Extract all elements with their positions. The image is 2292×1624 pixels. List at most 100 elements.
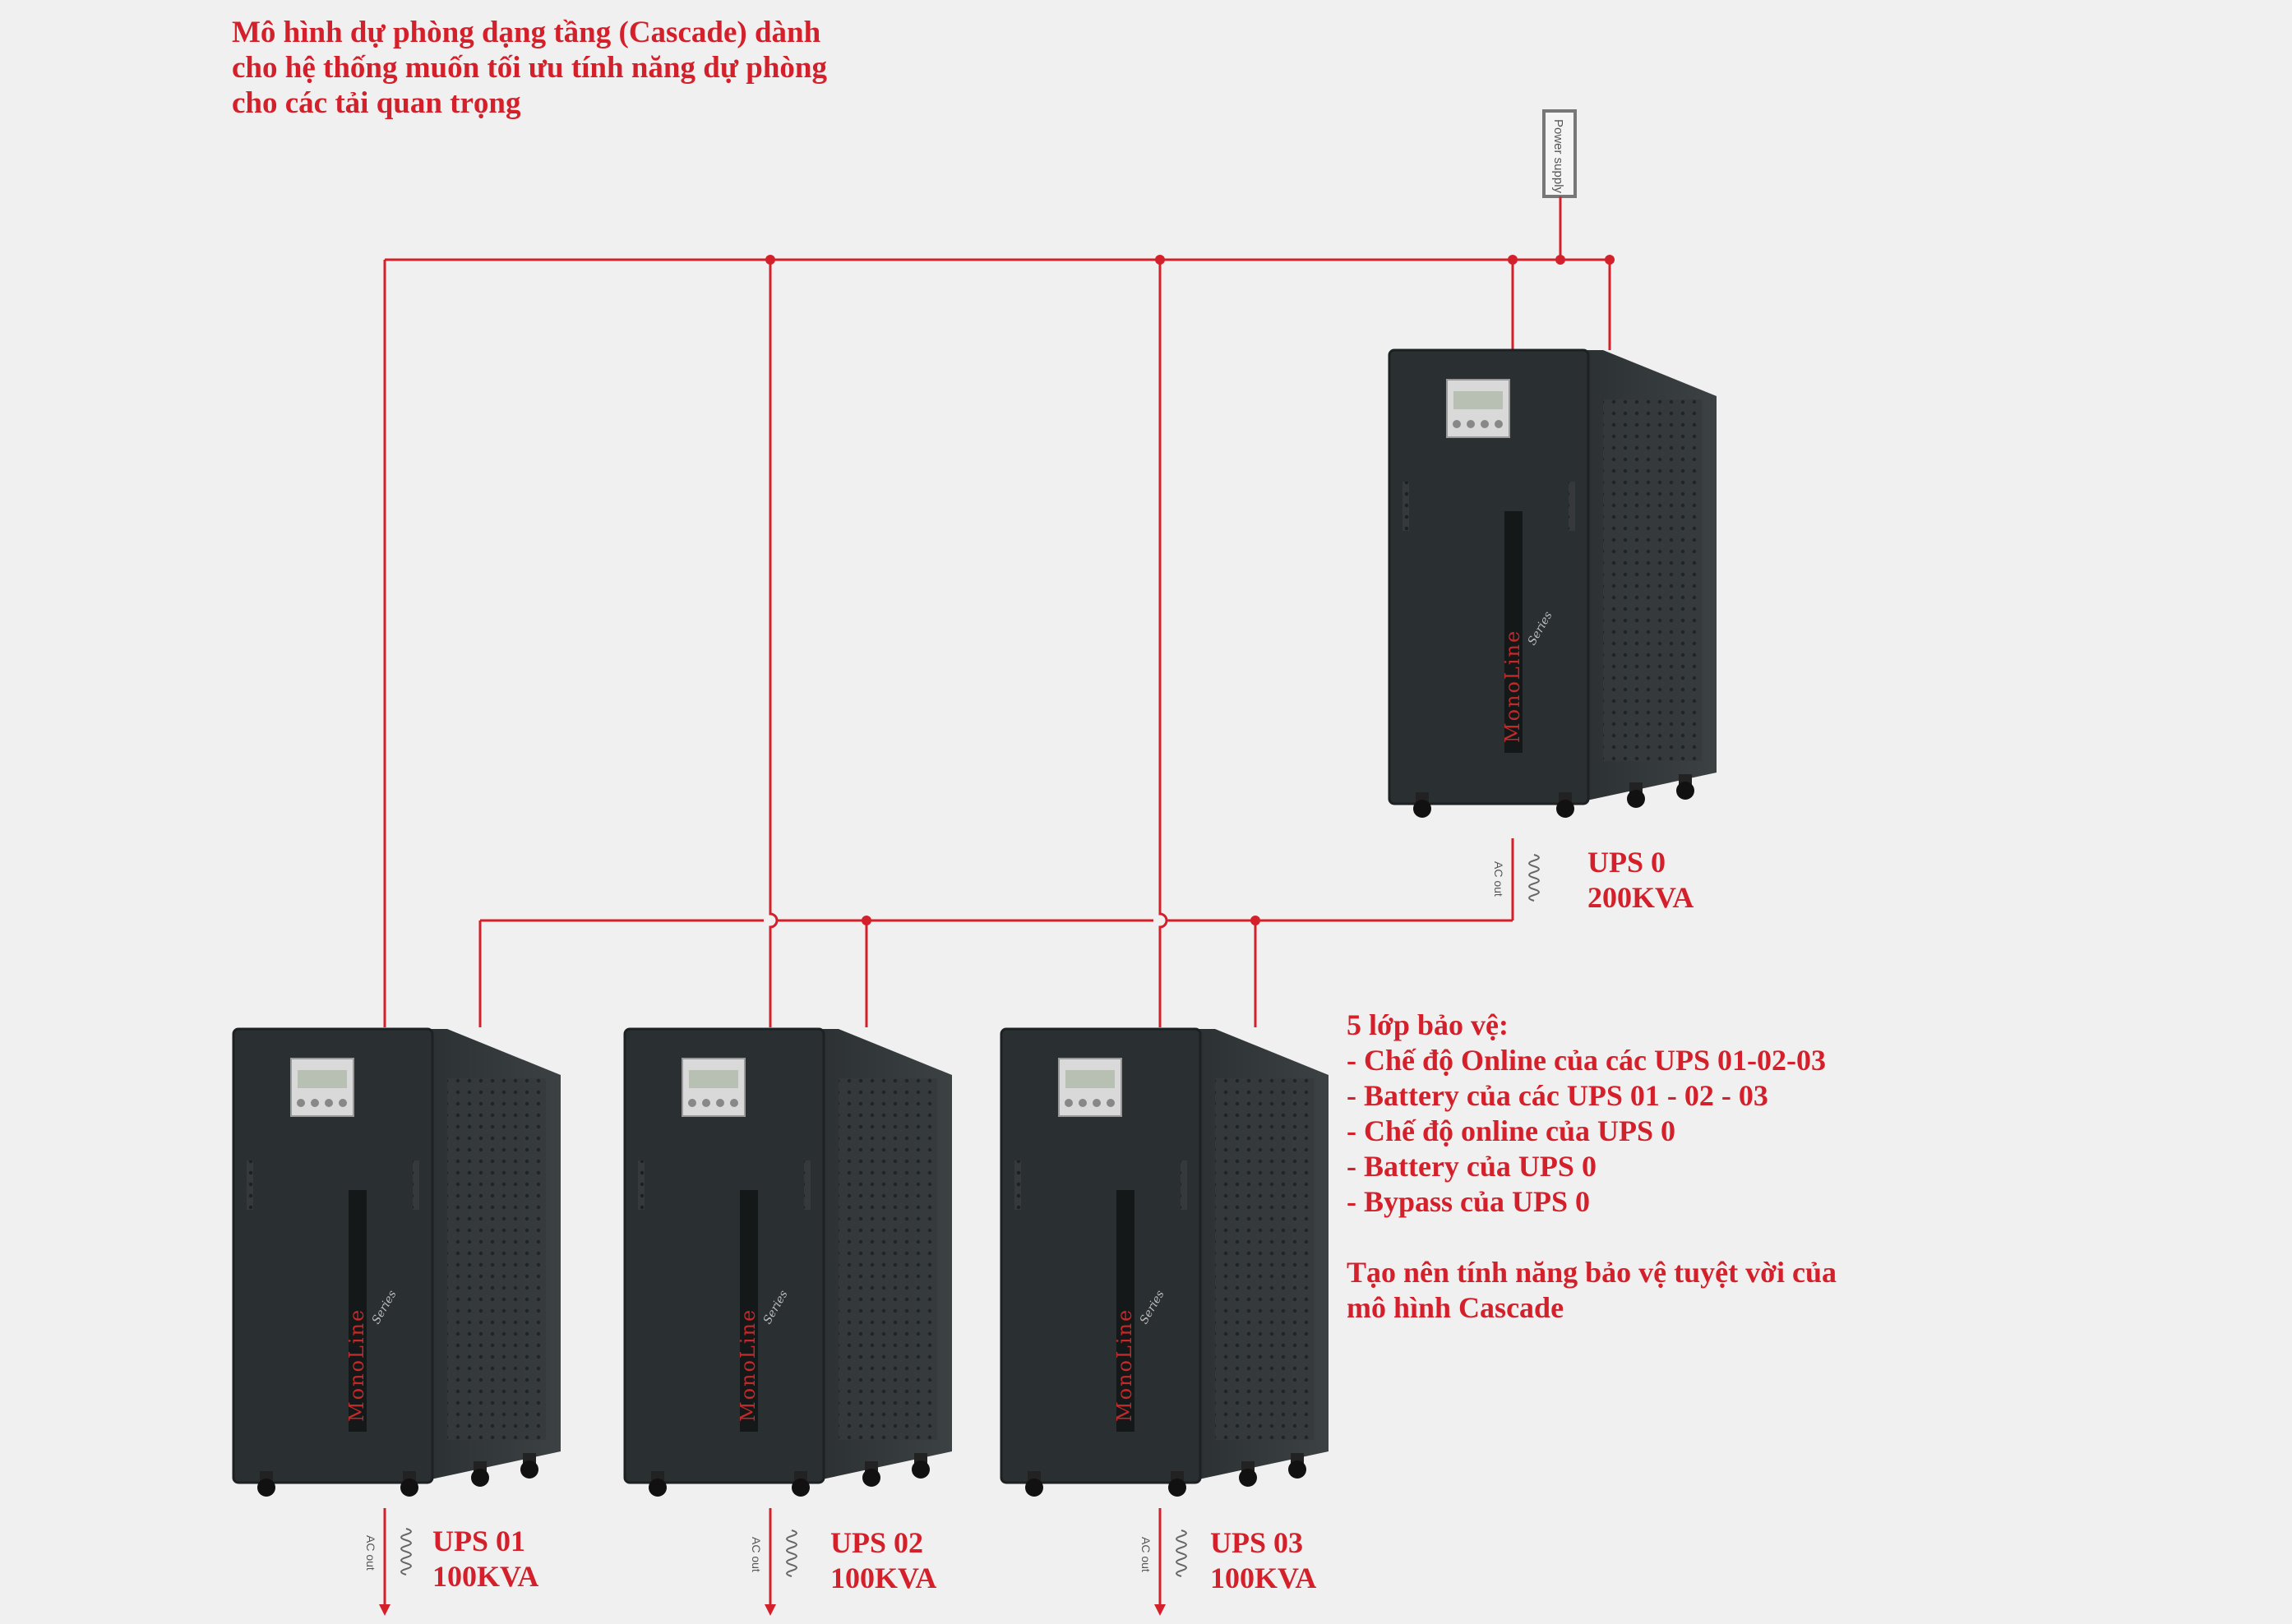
control-button <box>325 1099 333 1107</box>
cabinet-front-panel <box>1389 350 1588 804</box>
lcd-screen <box>1453 391 1503 409</box>
control-button <box>1079 1099 1087 1107</box>
notes-item: - Chế độ Online của các UPS 01-02-03 <box>1347 1044 1826 1077</box>
ups01-output-arrow <box>379 1604 390 1616</box>
control-button <box>1467 420 1475 428</box>
cabinet-vent-grille <box>1603 399 1702 761</box>
ups01-ac-out-symbol: AC out <box>364 1528 412 1576</box>
output-arrows <box>379 1604 1166 1616</box>
notes-item: - Battery của các UPS 01 - 02 - 03 <box>1347 1079 1768 1112</box>
front-vent <box>804 1160 811 1210</box>
caster-wheel <box>471 1469 489 1487</box>
ups0-capacity: 200KVA <box>1587 881 1694 914</box>
cabinet-front-edge <box>623 1027 825 1484</box>
brand-strip <box>1116 1190 1134 1432</box>
caster-wheel <box>912 1460 930 1479</box>
junction-dot <box>765 255 775 265</box>
cabinet-front-edge <box>232 1027 434 1484</box>
cabinet-vent-grille <box>447 1078 546 1440</box>
ups02-label: UPS 02 100KVA <box>830 1525 936 1596</box>
control-button <box>1481 420 1489 428</box>
sine-wave-icon <box>786 1529 797 1577</box>
junction-dot <box>1155 255 1165 265</box>
control-button <box>730 1099 738 1107</box>
junction-dot <box>862 916 871 925</box>
front-vent <box>638 1160 645 1210</box>
ac-out-symbols: AC out AC out AC out AC out <box>364 854 1540 1577</box>
caster-wheel <box>1239 1469 1257 1487</box>
caster-wheel <box>862 1469 880 1487</box>
control-button <box>339 1099 347 1107</box>
ups0-name: UPS 0 <box>1587 846 1666 879</box>
caster-wheel <box>649 1479 667 1497</box>
junction-dot <box>1555 255 1565 265</box>
front-vent <box>1569 482 1575 531</box>
cabinet-front-edge <box>1000 1027 1202 1484</box>
caster-wheel <box>257 1479 275 1497</box>
sine-wave-icon <box>400 1528 412 1576</box>
caster-wheel <box>520 1460 538 1479</box>
brand-strip <box>740 1190 758 1432</box>
cabinet-vent-grille <box>839 1078 937 1440</box>
caster-wheel <box>1168 1479 1186 1497</box>
notes-heading: 5 lớp bảo vệ: <box>1347 1008 1509 1041</box>
junction-dot <box>1605 255 1615 265</box>
control-button <box>1107 1099 1115 1107</box>
ups02-rectifier-input <box>769 260 779 1027</box>
control-button <box>1093 1099 1101 1107</box>
front-vent <box>1014 1160 1021 1210</box>
caster-wheel <box>792 1479 810 1497</box>
sine-wave-icon <box>1176 1529 1187 1577</box>
cabinet-front-panel <box>625 1029 824 1483</box>
ups03-capacity: 100KVA <box>1210 1562 1317 1594</box>
ups03-label: UPS 03 100KVA <box>1210 1525 1316 1596</box>
ups02-output-arrow <box>765 1604 776 1616</box>
cabinet-front-panel <box>233 1029 432 1483</box>
ups02-capacity: 100KVA <box>830 1562 937 1594</box>
ups-cabinets: MonoLineSeriesMonoLineSeriesMonoLineSeri… <box>232 348 1717 1497</box>
ups01-capacity: 100KVA <box>432 1560 539 1593</box>
brand-strip <box>1504 511 1523 753</box>
notes-item: - Battery của UPS 0 <box>1347 1150 1597 1183</box>
diagram-title: Mô hình dự phòng dạng tầng (Cascade) dàn… <box>232 15 827 121</box>
front-vent <box>413 1160 419 1210</box>
cabinet-front-edge <box>1388 348 1590 805</box>
cabinet-vent-grille <box>1215 1078 1314 1440</box>
caster-wheel <box>1025 1479 1043 1497</box>
ups01-name: UPS 01 <box>432 1525 526 1557</box>
brand-logo: MonoLine <box>1113 1308 1136 1422</box>
power-supply: Power supply <box>1542 109 1577 198</box>
junctions <box>765 255 1615 925</box>
front-vent <box>1181 1160 1187 1210</box>
ups03-rectifier-input <box>1158 260 1168 1027</box>
caster-wheel <box>1288 1460 1306 1479</box>
ac-out-label: AC out <box>1139 1537 1153 1572</box>
notes-item: - Chế độ online của UPS 0 <box>1347 1114 1676 1147</box>
junction-dot <box>1250 916 1260 925</box>
lcd-screen <box>298 1070 347 1088</box>
ups02-ac-out-symbol: AC out <box>750 1529 797 1577</box>
front-vent <box>247 1160 253 1210</box>
control-button <box>1495 420 1503 428</box>
brand-logo: MonoLine <box>345 1308 368 1422</box>
brand-logo: MonoLine <box>1501 630 1524 743</box>
junction-dot <box>1508 255 1518 265</box>
brand-strip <box>349 1190 367 1432</box>
ups01-label: UPS 01 100KVA <box>432 1524 538 1594</box>
notes-conclusion-line-2: mô hình Cascade <box>1347 1291 1564 1324</box>
control-button <box>702 1099 710 1107</box>
control-button <box>1065 1099 1073 1107</box>
caster-wheel <box>1413 800 1431 818</box>
sine-wave-icon <box>1528 854 1540 902</box>
title-line-1: Mô hình dự phòng dạng tầng (Cascade) dàn… <box>232 16 821 49</box>
front-vent <box>1402 482 1409 531</box>
ups0-ac-out-symbol: AC out <box>1492 854 1540 902</box>
control-button <box>1453 420 1461 428</box>
control-button <box>716 1099 724 1107</box>
ups03-ac-out-symbol: AC out <box>1139 1529 1187 1577</box>
ac-out-label: AC out <box>364 1535 377 1571</box>
title-line-3: cho các tải quan trọng <box>232 86 521 120</box>
